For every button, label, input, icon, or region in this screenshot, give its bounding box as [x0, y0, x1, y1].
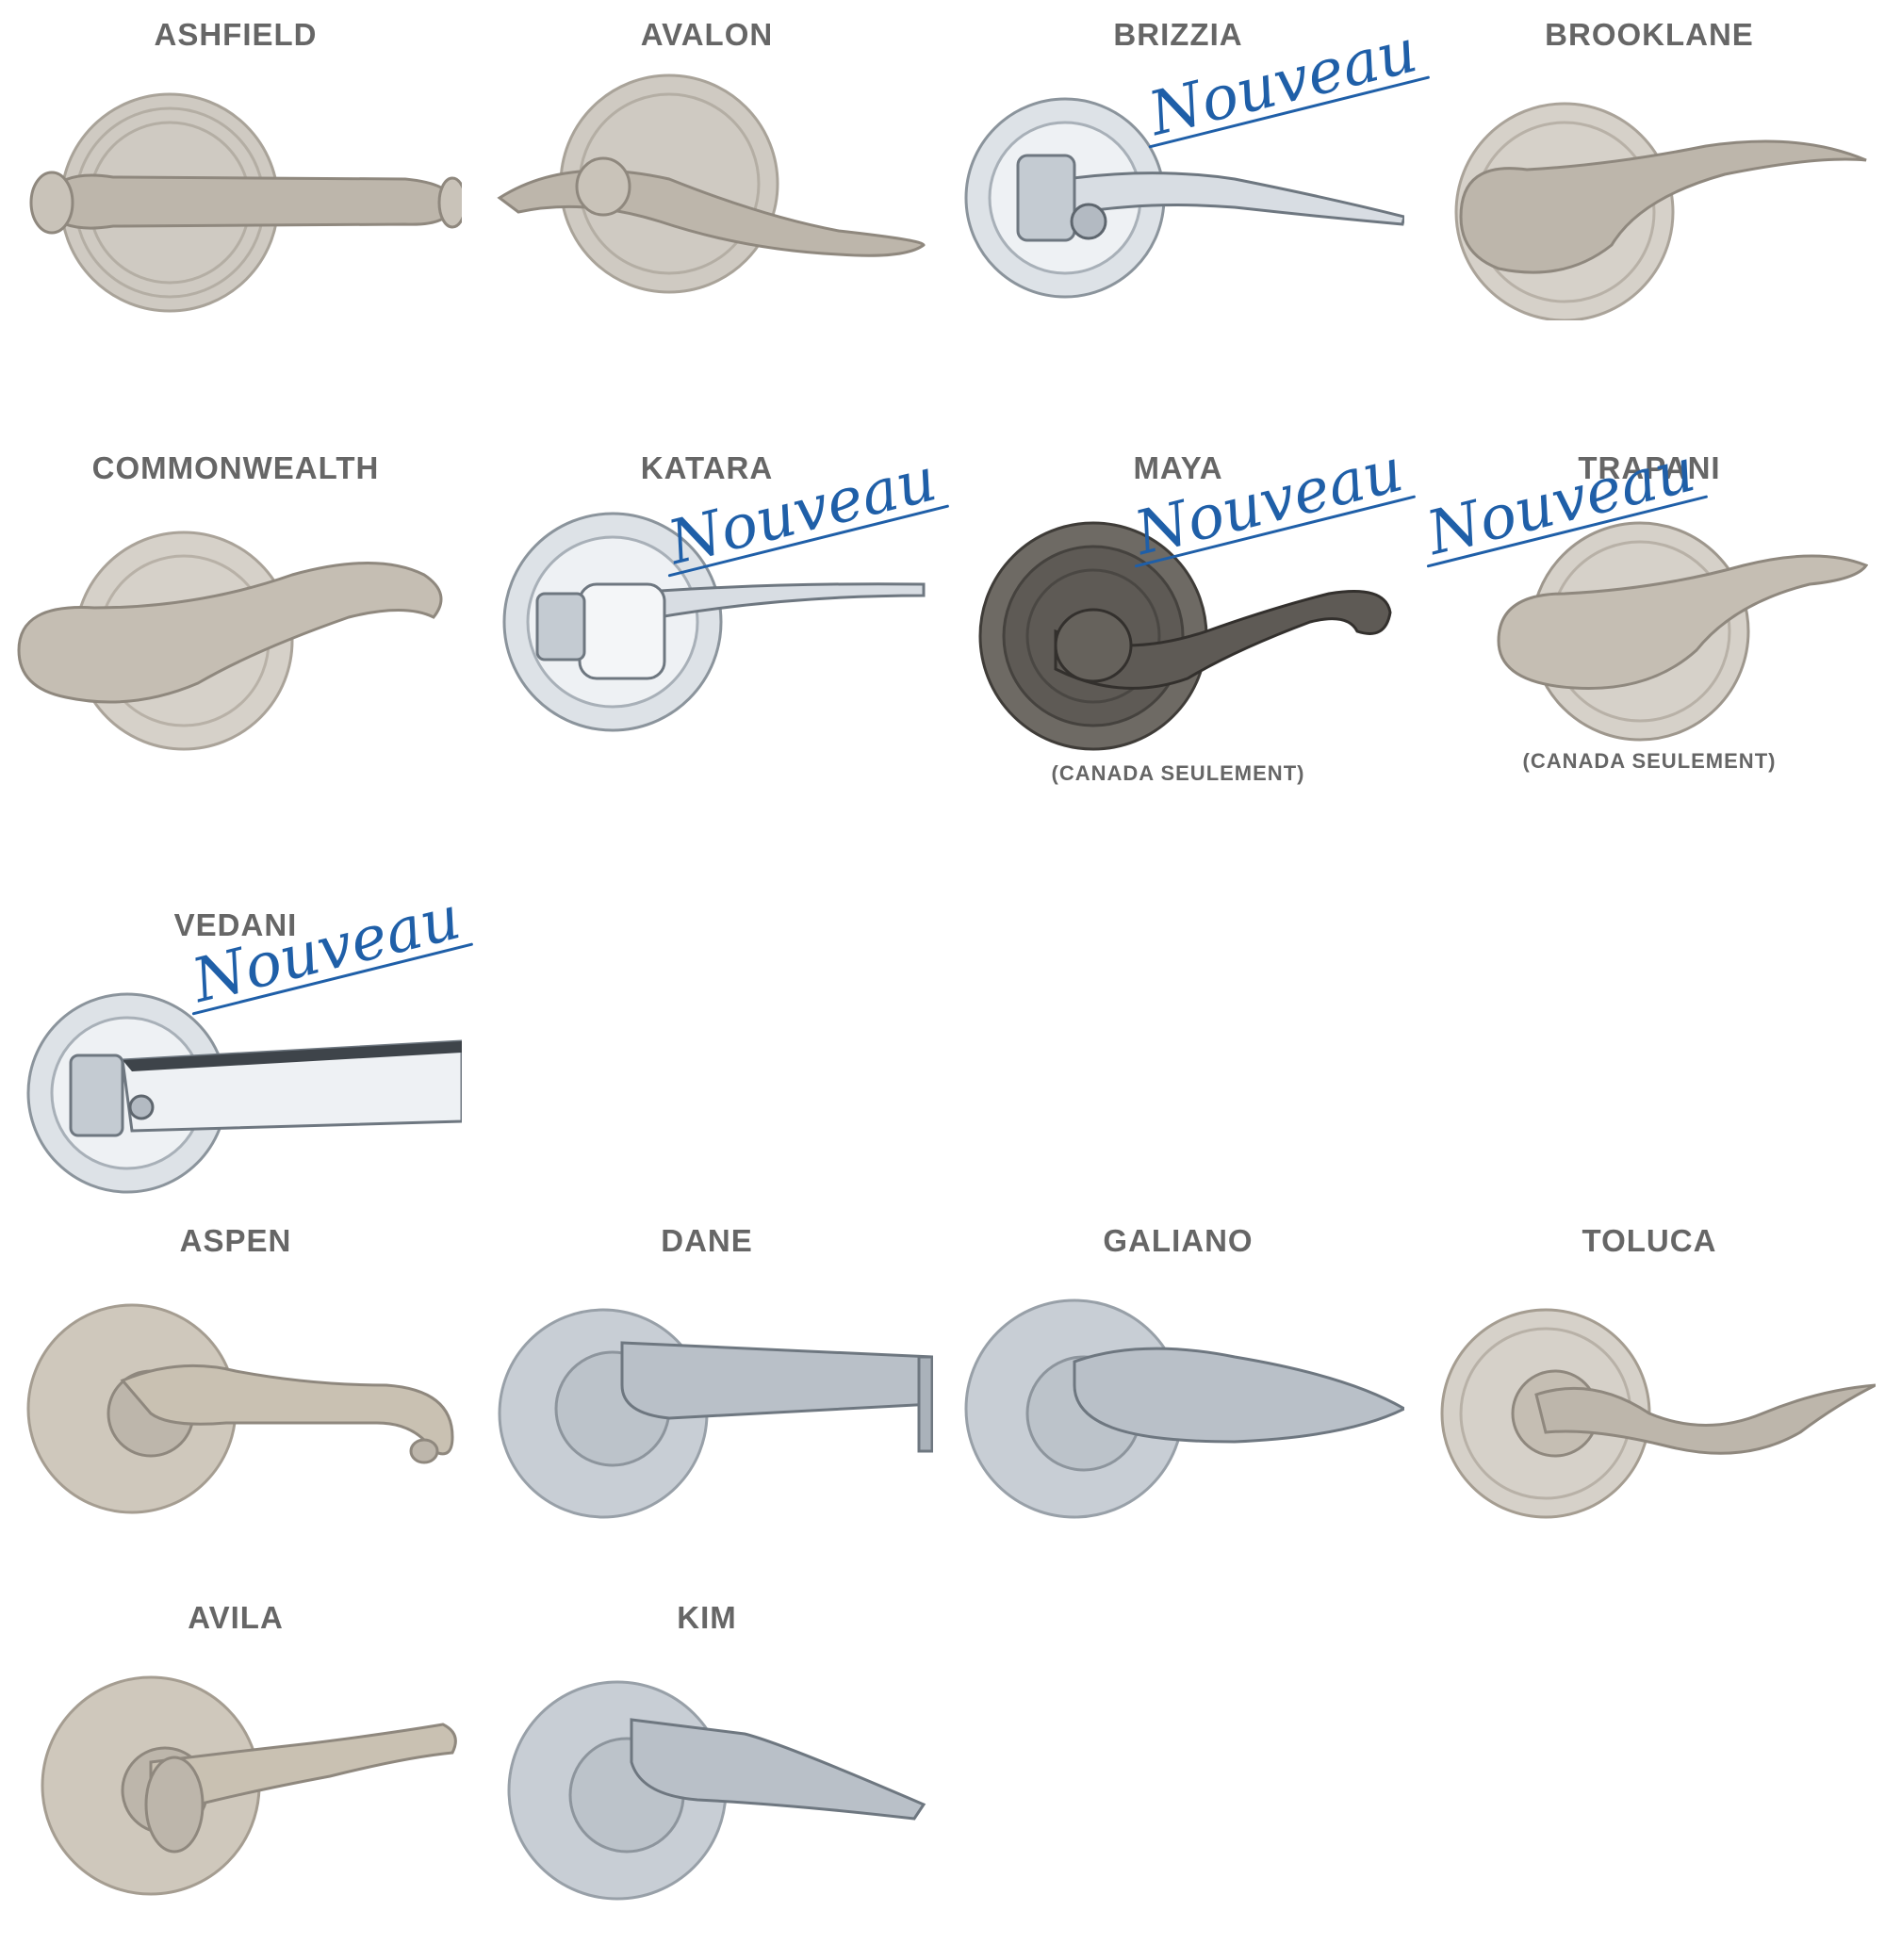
handle-name: ASHFIELD: [154, 17, 318, 52]
handle-image: [964, 1298, 1404, 1519]
handle-card-brizzia[interactable]: BRIZZIA Nouveau: [942, 0, 1424, 377]
handle-name: MAYA: [1133, 450, 1223, 485]
handle-image: [17, 531, 443, 751]
canada-only-note: (CANADA SEULEMENT): [1522, 749, 1777, 773]
handle-name: GALIANO: [1103, 1223, 1254, 1258]
handle-image: [1454, 102, 1867, 320]
handle-card-galiano[interactable]: GALIANO: [942, 1206, 1414, 1583]
handle-image: [26, 992, 462, 1194]
handle-image: [41, 1675, 457, 1896]
handle-name: TOLUCA: [1582, 1223, 1717, 1258]
handle-card-toluca[interactable]: TOLUCA: [1414, 1206, 1885, 1583]
handle-card-commonwealth[interactable]: COMMONWEALTH: [0, 433, 471, 810]
handle-name: BROOKLANE: [1545, 17, 1754, 52]
handle-card-katara[interactable]: KATARA Nouveau: [471, 433, 943, 810]
handle-name: AVILA: [188, 1600, 284, 1635]
handle-card-trapani[interactable]: TRAPANI Nouveau (CANADA SEULEMENT): [1414, 433, 1885, 810]
handle-card-ashfield[interactable]: ASHFIELD: [0, 0, 471, 377]
handle-image: [964, 97, 1404, 299]
handle-image: [29, 92, 462, 313]
handle-card-kim[interactable]: KIM: [471, 1583, 942, 1960]
handle-image: [497, 74, 926, 294]
handle-card-aspen[interactable]: ASPEN: [0, 1206, 471, 1583]
handle-image: [978, 521, 1392, 751]
handle-image: [498, 1308, 933, 1519]
handle-name: ASPEN: [179, 1223, 292, 1258]
handle-image: [502, 512, 926, 732]
handle-card-maya[interactable]: MAYA Nouveau (CANADA SEULEMENT): [942, 433, 1414, 810]
handle-name: KIM: [677, 1600, 737, 1635]
handle-card-avalon[interactable]: AVALON: [471, 0, 942, 377]
handle-name: KATARA: [640, 450, 774, 485]
handle-image: [1440, 1308, 1876, 1519]
handle-image: [507, 1680, 926, 1901]
handle-name: AVALON: [640, 17, 774, 52]
handle-card-dane[interactable]: DANE: [471, 1206, 942, 1583]
handle-image: [26, 1303, 454, 1514]
handle-card-vedani[interactable]: VEDANI Nouveau: [0, 883, 471, 1267]
handle-name: BRIZZIA: [1113, 17, 1243, 52]
handle-name: DANE: [661, 1223, 753, 1258]
handle-name: COMMONWEALTH: [91, 450, 380, 485]
canada-only-note: (CANADA SEULEMENT): [1051, 761, 1305, 785]
handle-card-brooklane[interactable]: BROOKLANE: [1414, 0, 1885, 377]
handle-image: [1497, 521, 1869, 742]
handle-card-avila[interactable]: AVILA: [0, 1583, 471, 1960]
